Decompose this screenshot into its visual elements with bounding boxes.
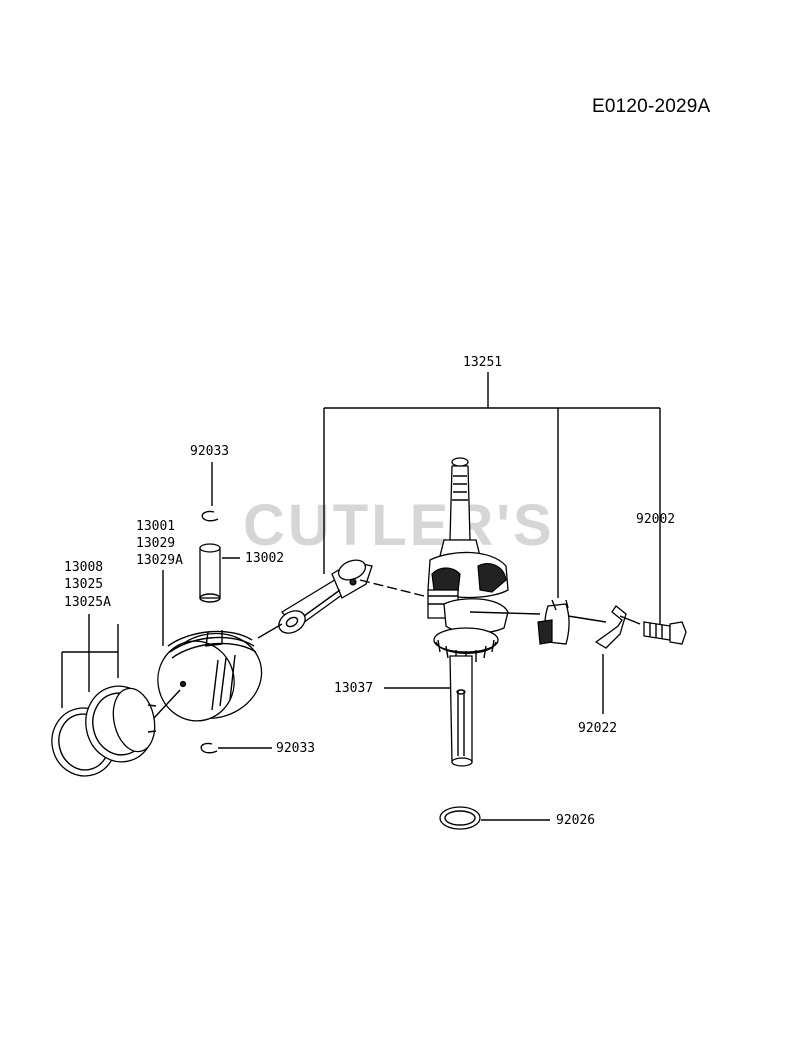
label-13002: 13002	[245, 551, 284, 566]
label-13001: 13001	[136, 519, 175, 534]
piston	[157, 630, 263, 722]
label-92033-top: 92033	[190, 444, 229, 459]
connecting-rod	[278, 559, 373, 634]
label-92033-bottom: 92033	[276, 741, 315, 756]
label-92002: 92002	[636, 512, 675, 527]
label-13251: 13251	[463, 355, 502, 370]
label-92022: 92022	[578, 721, 617, 736]
bolt	[643, 621, 687, 645]
snap-ring-top	[201, 510, 219, 522]
watermark: CUTLER'S	[243, 493, 555, 558]
leader-lines	[61, 372, 661, 821]
snap-ring-bottom	[200, 742, 218, 754]
label-92026: 92026	[556, 813, 595, 828]
piston-pin	[199, 543, 221, 603]
label-13025a: 13025A	[64, 595, 111, 610]
label-13008: 13008	[64, 560, 103, 575]
label-13029a: 13029A	[136, 553, 183, 568]
lock-plate	[594, 605, 641, 649]
diagram-code: E0120-2029A	[592, 96, 711, 117]
label-13037: 13037	[334, 681, 373, 696]
crankshaft	[359, 457, 541, 767]
rod-cap	[537, 599, 607, 645]
part-labels: 13251 92033 13001 13029 13029A 13002 130…	[64, 355, 675, 828]
label-13025: 13025	[64, 577, 103, 592]
label-13029: 13029	[136, 536, 175, 551]
piston-rings	[51, 685, 157, 777]
seal-ring	[439, 806, 481, 830]
